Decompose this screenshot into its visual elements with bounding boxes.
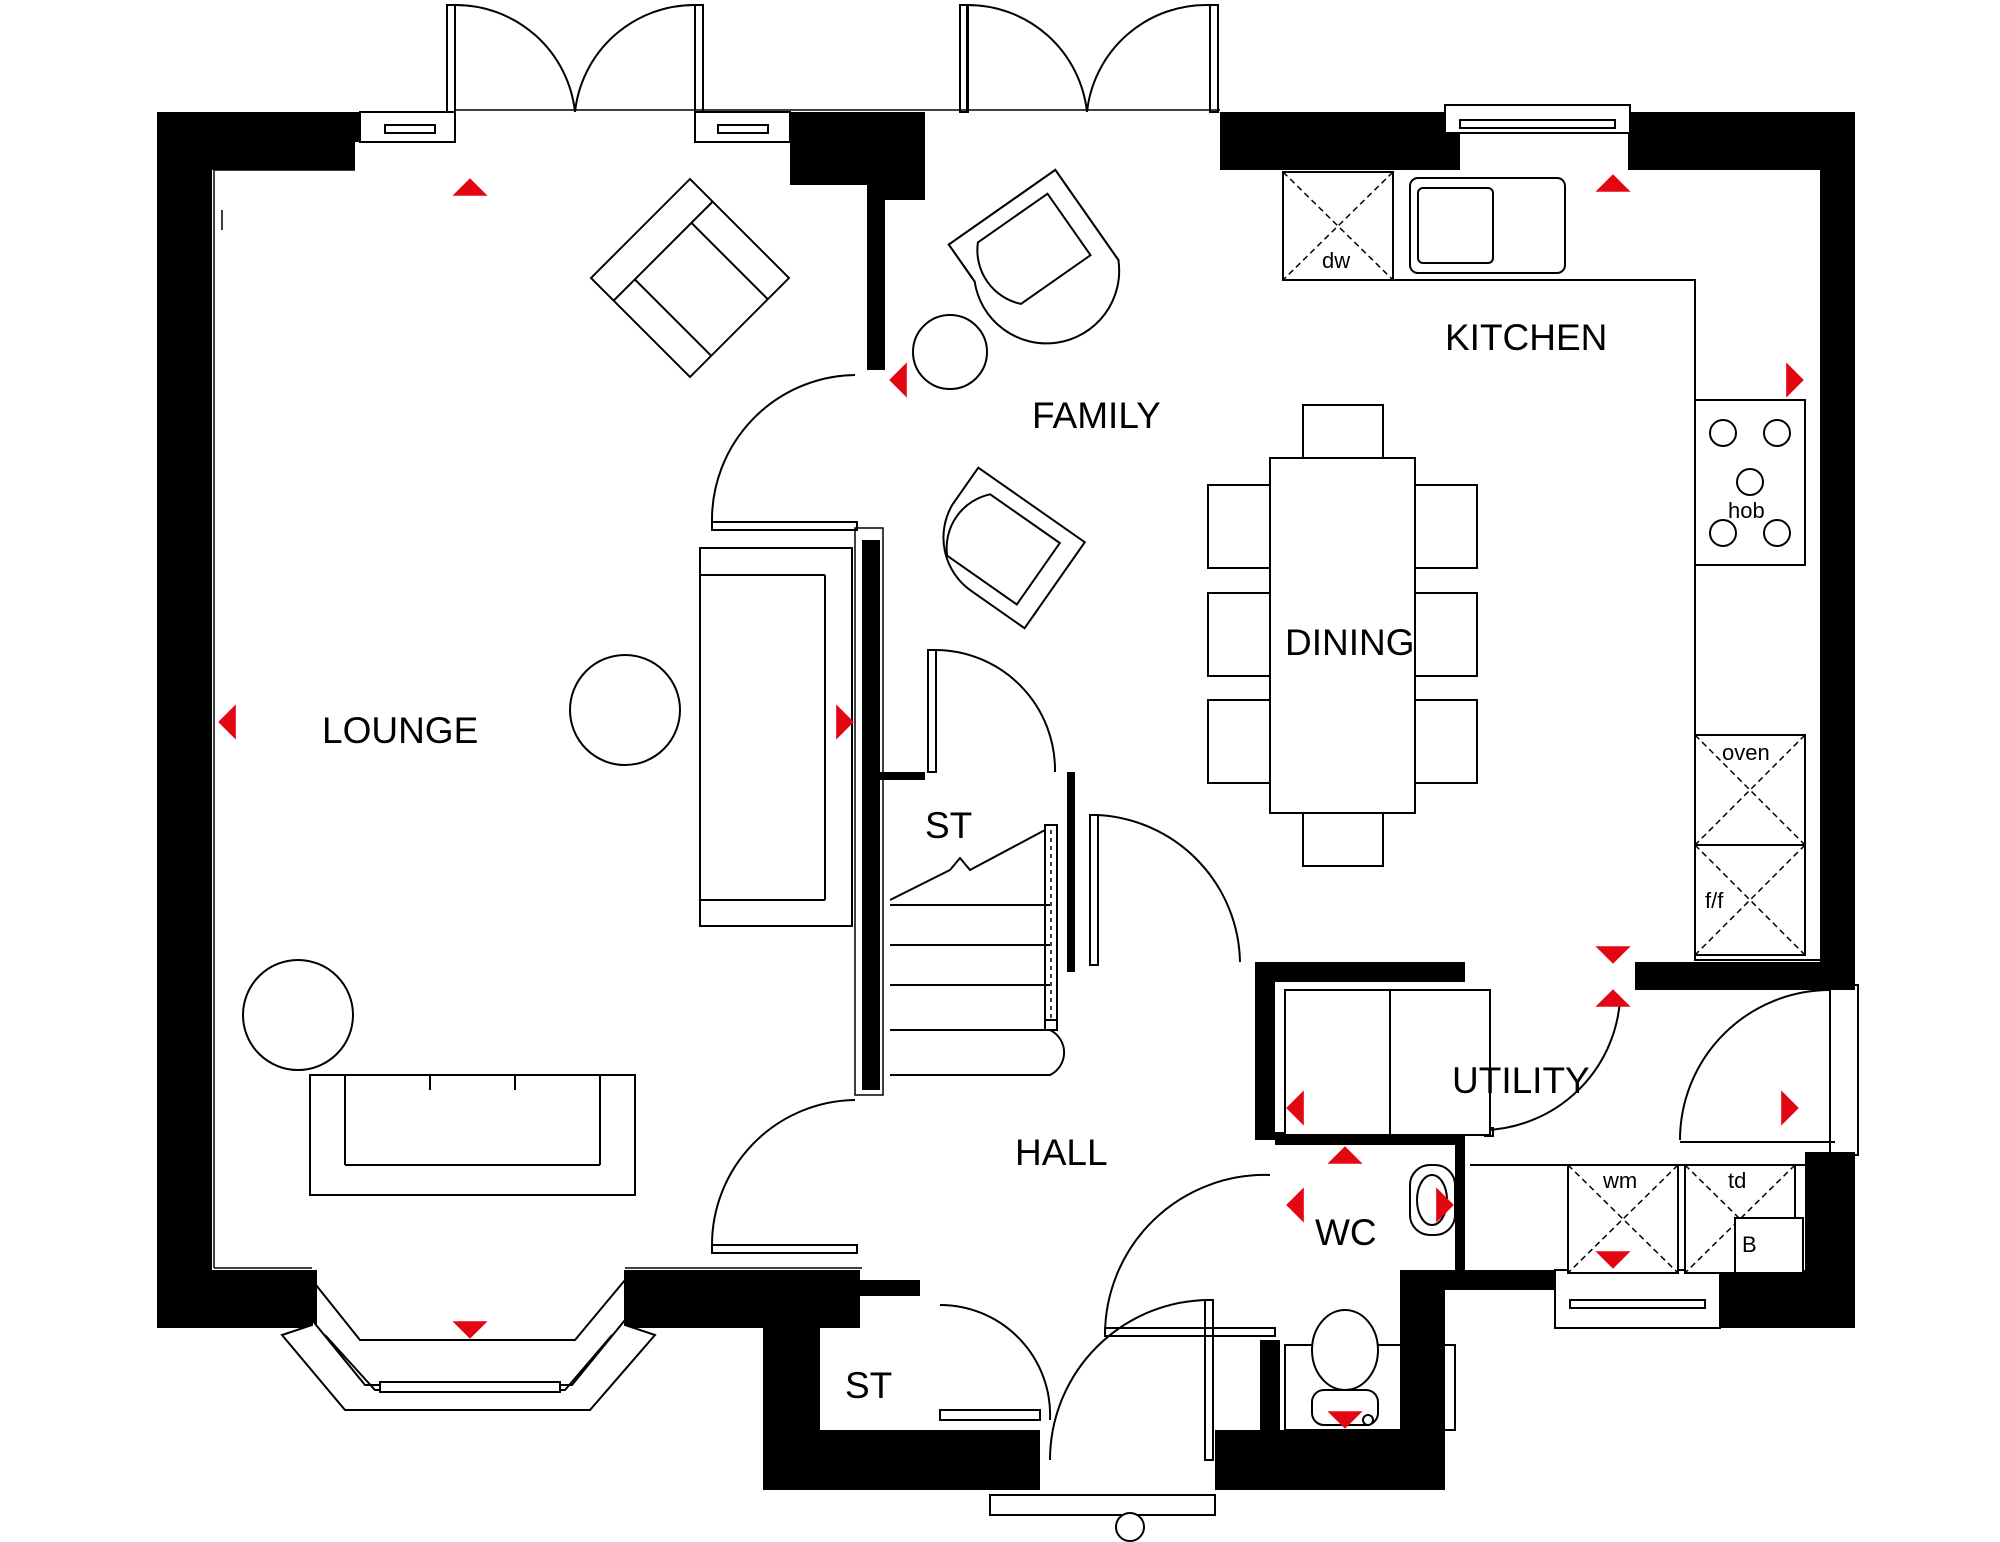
hob-ring bbox=[1709, 419, 1737, 447]
dining-chair bbox=[1414, 699, 1478, 784]
hob-ring bbox=[1709, 519, 1737, 547]
room-label-utility: UTILITY bbox=[1452, 1060, 1590, 1101]
wall-top-left bbox=[157, 112, 355, 170]
measurement-marker bbox=[1595, 174, 1631, 192]
room-label-wc: WC bbox=[1315, 1212, 1377, 1253]
wall-top-middle-pier bbox=[790, 112, 925, 370]
staircase bbox=[889, 824, 1066, 1076]
doors bbox=[446, 3, 1859, 1542]
appliance-label-oven: oven bbox=[1722, 740, 1770, 765]
measurement-marker bbox=[452, 1321, 488, 1339]
family-furniture bbox=[912, 168, 1121, 630]
lounge-furniture bbox=[221, 177, 853, 1196]
room-label-hall: HALL bbox=[1015, 1132, 1108, 1173]
sofa-lounge-right bbox=[699, 547, 853, 927]
wc-fittings bbox=[1284, 1164, 1456, 1431]
dining-chair bbox=[1414, 592, 1478, 677]
measurement-marker bbox=[1595, 989, 1631, 1007]
appliance-label-tumble-dryer: td bbox=[1728, 1168, 1746, 1193]
partition-lounge-family-lower bbox=[862, 540, 880, 1090]
hall-store-wall bbox=[860, 1280, 920, 1296]
measurement-marker bbox=[1327, 1411, 1363, 1429]
appliance-label-fridge-freezer: f/f bbox=[1705, 888, 1724, 913]
wall-top-right bbox=[1220, 112, 1460, 170]
utility-units bbox=[1284, 989, 1805, 1274]
measurement-marker bbox=[1436, 1187, 1454, 1223]
wall-left bbox=[157, 112, 212, 1324]
toilet bbox=[1311, 1309, 1379, 1391]
sofa-lounge-bottom bbox=[309, 1074, 636, 1196]
dining-chair bbox=[1207, 592, 1271, 677]
hob-ring bbox=[1763, 419, 1791, 447]
dining-chair bbox=[1414, 484, 1478, 569]
dimension-markers bbox=[218, 174, 1804, 1429]
measurement-marker bbox=[1595, 1251, 1631, 1269]
wall-bottom-lounge-right bbox=[625, 1270, 860, 1328]
dining-chair bbox=[1302, 812, 1384, 867]
measurement-marker bbox=[889, 362, 907, 398]
boiler bbox=[1734, 1217, 1804, 1274]
measurement-marker bbox=[218, 704, 236, 740]
wall-bottom-right bbox=[1215, 1270, 1445, 1490]
room-label-lounge: LOUNGE bbox=[322, 710, 478, 751]
kitchen-utility-wall bbox=[1635, 962, 1855, 990]
measurement-marker bbox=[1327, 1146, 1363, 1164]
stair-wall-right bbox=[1067, 772, 1075, 972]
kitchen-units bbox=[1282, 171, 1820, 961]
sink-bowl bbox=[1417, 187, 1494, 264]
inner-outlines bbox=[213, 169, 862, 1269]
appliance-label-dishwasher: dw bbox=[1322, 248, 1350, 273]
room-label-family: FAMILY bbox=[1032, 395, 1161, 436]
dining-set bbox=[1207, 404, 1478, 867]
wall-bottom-left bbox=[157, 1270, 317, 1328]
measurement-marker bbox=[1781, 1090, 1799, 1126]
appliance-label-hob: hob bbox=[1728, 498, 1765, 523]
wall-top-far-right bbox=[1628, 112, 1855, 990]
internal-walls bbox=[854, 185, 1855, 1430]
external-walls bbox=[157, 112, 1855, 1490]
wall-bottom-far-right bbox=[1720, 1270, 1855, 1328]
measurement-marker bbox=[1595, 946, 1631, 964]
utility-wall-top bbox=[1255, 962, 1465, 1140]
wall-store-block bbox=[763, 1270, 1040, 1490]
measurement-marker bbox=[1286, 1090, 1304, 1126]
room-label-kitchen: KITCHEN bbox=[1445, 317, 1607, 358]
doorbell-step bbox=[1115, 1512, 1145, 1542]
wc-entrance-wall bbox=[1260, 1340, 1280, 1430]
partition-lounge-family-upper bbox=[867, 185, 875, 370]
dining-chair bbox=[1207, 484, 1271, 569]
side-table-family bbox=[912, 314, 988, 390]
utility-cabinet bbox=[1389, 989, 1491, 1136]
windows bbox=[280, 104, 1721, 1516]
measurement-marker bbox=[836, 704, 854, 740]
hob-ring bbox=[1763, 519, 1791, 547]
window-lounge-bay bbox=[280, 1270, 657, 1411]
appliance-label-washing-machine: wm bbox=[1602, 1168, 1637, 1193]
side-table-lounge bbox=[242, 959, 354, 1071]
room-label-store-lower: ST bbox=[845, 1365, 892, 1406]
appliance-labels: dw hob oven f/f wm td B bbox=[1322, 248, 1770, 1257]
dining-chair bbox=[1302, 404, 1384, 459]
measurement-marker bbox=[452, 178, 488, 196]
stair-wall bbox=[875, 772, 925, 780]
dining-chair bbox=[1207, 699, 1271, 784]
measurement-marker bbox=[1786, 362, 1804, 398]
room-label-dining: DINING bbox=[1285, 622, 1415, 663]
room-labels: LOUNGE FAMILY KITCHEN DINING HALL UTILIT… bbox=[322, 317, 1607, 1406]
room-label-store-upper: ST bbox=[925, 805, 972, 846]
wall-top-left-pier bbox=[355, 112, 360, 142]
armchair-family-bottom bbox=[942, 466, 1087, 630]
appliance-label-boiler: B bbox=[1742, 1232, 1757, 1257]
wall-bottom-utility bbox=[1445, 1270, 1555, 1290]
window-wc-door-frame bbox=[989, 1494, 1216, 1516]
armchair-lounge bbox=[589, 177, 791, 379]
hob-ring bbox=[1736, 468, 1764, 496]
coffee-table-lounge bbox=[569, 654, 681, 766]
armchair-family-top bbox=[947, 168, 1121, 345]
measurement-marker bbox=[1286, 1187, 1304, 1223]
